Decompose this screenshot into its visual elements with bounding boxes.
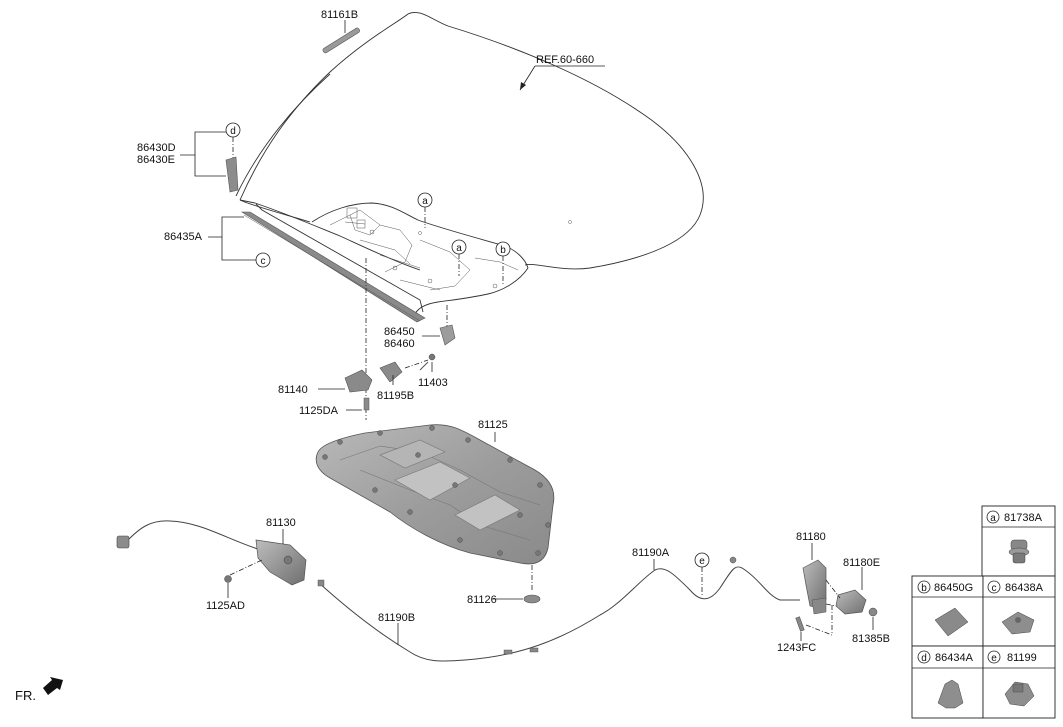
callout-81180E: 81180E (843, 557, 880, 569)
callout-1125DA: 1125DA (299, 405, 339, 417)
legend-e-letter: e (991, 653, 997, 664)
weatherstrip-86435A: 86435A c (164, 211, 426, 323)
marker-e: e (699, 556, 705, 567)
seal-86430D: 86430D 86430E d (137, 122, 241, 193)
legend-c-part: 86438A (1005, 582, 1044, 594)
parts-legend: a 81738A b 86450G c 86438A d 86434A e 81… (911, 505, 1056, 719)
marker-a-1: a (422, 196, 428, 207)
callout-86430D: 86430D (137, 142, 176, 154)
callout-81190B: 81190B (378, 612, 415, 624)
callout-81125: 81125 (478, 419, 508, 431)
callout-81180: 81180 (796, 531, 826, 543)
legend-b-letter: b (921, 583, 927, 594)
callout-11403: 11403 (418, 377, 448, 389)
hood-markers: a a b (417, 192, 511, 285)
reference-callout: REF.60-660 (519, 54, 605, 91)
callout-1125AD: 1125AD (206, 600, 245, 612)
legend-d-part: 86434A (935, 652, 974, 664)
pad-86450G-icon (934, 607, 969, 637)
reference-label: REF.60-660 (536, 54, 594, 66)
latch-81130: 81130 1125AD (116, 517, 307, 612)
hood-insulator-81125: 81125 (315, 419, 555, 565)
part-86450: 86450 86460 (384, 305, 456, 350)
callout-81130: 81130 (266, 517, 296, 529)
callout-81126: 81126 (467, 594, 497, 606)
front-arrow-icon (43, 677, 63, 695)
front-label: FR. (15, 688, 36, 703)
clip-86434A-icon (937, 679, 964, 709)
clip-81738A-icon (1008, 539, 1030, 564)
part-81126: 81126 (467, 565, 541, 606)
marker-d-top: d (230, 126, 236, 137)
legend-c-letter: c (992, 583, 997, 594)
callout-81385B: 81385B (852, 633, 890, 645)
callout-86450: 86450 (384, 326, 415, 338)
marker-b: b (500, 245, 506, 256)
hinge-assembly: 81140 81195B 11403 1125DA (278, 258, 448, 420)
legend-d-letter: d (921, 653, 927, 664)
marker-a-2: a (456, 243, 462, 254)
release-handle-81180: 81180 81180E 1243FC 81385B (777, 531, 890, 654)
legend-a-letter: a (990, 513, 996, 524)
callout-86435A: 86435A (164, 231, 203, 243)
legend-a-part: 81738A (1004, 512, 1043, 524)
legend-b-part: 86450G (934, 582, 973, 594)
clip-81199-icon (1004, 681, 1035, 707)
marker-c: c (261, 256, 266, 267)
callout-81190A: 81190A (632, 547, 670, 559)
release-cable: 81190B 81190A e (317, 547, 800, 662)
clip-86438A-icon (1001, 611, 1035, 635)
callout-86460: 86460 (384, 338, 415, 350)
hood-stay-81161B: 81161B (321, 9, 360, 54)
hood-panel (235, 12, 704, 315)
callout-81140: 81140 (278, 384, 308, 396)
callout-81195B: 81195B (377, 390, 414, 402)
callout-86430E: 86430E (137, 154, 175, 166)
callout-1243FC: 1243FC (777, 642, 816, 654)
legend-e-part: 81199 (1007, 652, 1037, 664)
front-direction: FR. (15, 677, 63, 703)
callout-81161B: 81161B (321, 9, 358, 21)
